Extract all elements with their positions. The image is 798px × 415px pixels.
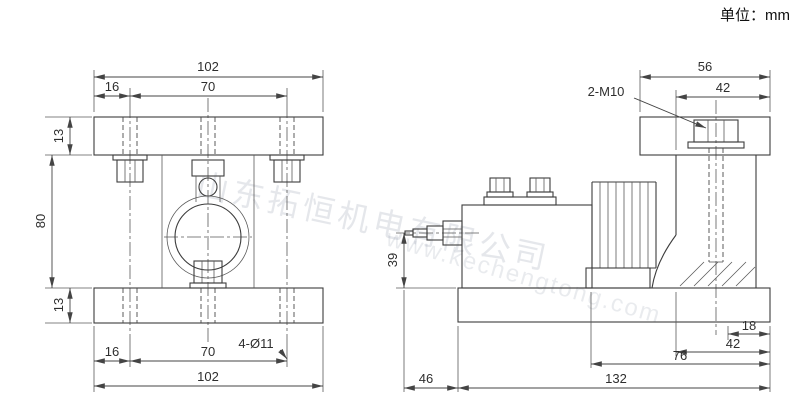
side-view: 56 42 2-M10 39 18 42 76 46 132 [385,59,771,392]
dim-front-offset-top: 16 [105,79,119,94]
side-bottom-plate [457,287,771,323]
front-dimensions [45,70,324,392]
dim-front-height: 80 [33,214,48,228]
cable-connector [404,220,463,246]
front-centerlines [129,98,288,345]
dim-front-width-top: 102 [197,59,219,74]
dim-front-span-top: 70 [201,79,215,94]
dim-side-cable-height: 39 [385,253,400,267]
dim-side-body-span: 76 [673,348,687,363]
bellows [585,181,657,289]
front-bottom-plate [93,287,324,324]
anchor-bolt [687,119,745,263]
dim-front-span-bottom: 70 [201,344,215,359]
dim-front-plate-top: 13 [51,129,66,143]
side-centerlines [396,100,717,335]
mounting-foot [651,155,757,289]
dim-side-top-width: 56 [698,59,712,74]
dim-front-width-bottom: 102 [197,369,219,384]
front-frame [161,155,255,288]
dim-side-base-width: 132 [605,371,627,386]
dim-side-offset-bottom: 42 [726,336,740,351]
clamp-ring [166,195,250,279]
ball [174,203,242,271]
dim-side-bolt-spec: 2-M10 [588,84,625,99]
hex-bolt-left [112,154,148,183]
dim-side-offset-top: 42 [716,80,730,95]
front-view: 102 16 70 13 80 13 16 70 4-Ø11 102 [33,59,324,392]
front-top-plate [93,116,324,156]
dim-front-plate-bottom: 13 [51,298,66,312]
hex-bolt-right [269,154,305,183]
dim-side-cable-offset: 46 [419,371,433,386]
center-nut [189,260,227,289]
side-top-plate [639,116,771,156]
dim-front-offset-bottom: 16 [105,344,119,359]
watermark: 山东拓恒机电有限公司 www.kechengtong.com [194,167,665,330]
side-dimensions [396,70,771,392]
unit-label: 单位：mm [720,7,790,24]
dim-front-holes: 4-Ø11 [238,336,273,351]
dim-side-foot-edge: 18 [742,318,756,333]
